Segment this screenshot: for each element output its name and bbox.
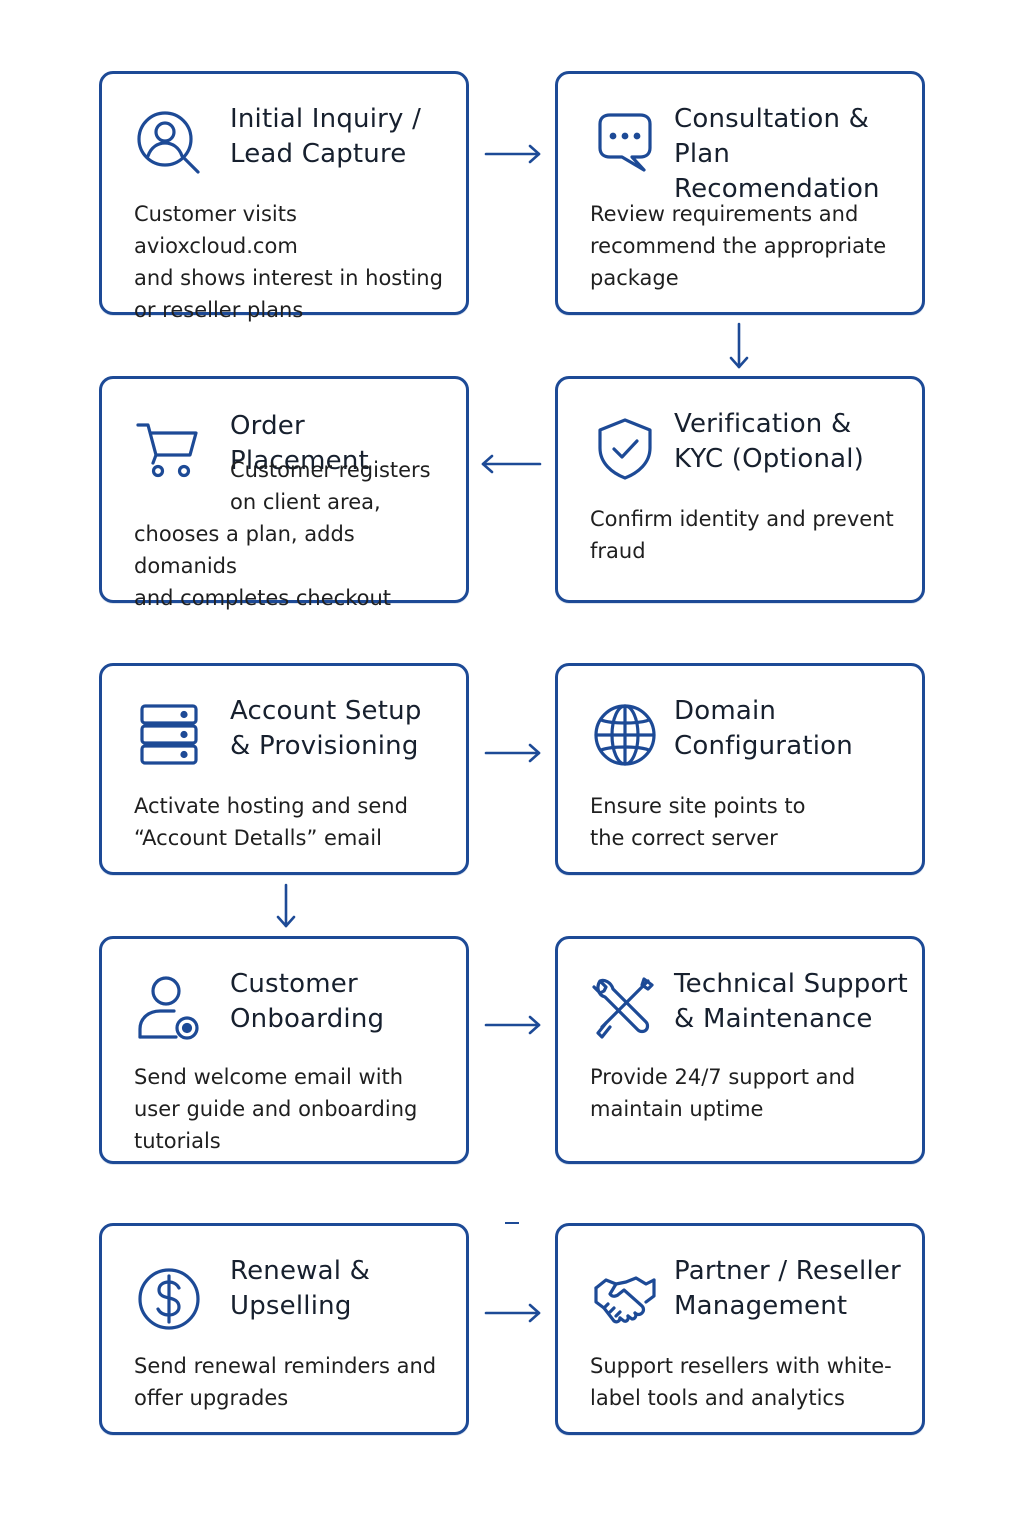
server-stack-icon xyxy=(136,702,202,768)
step-description: Send renewal reminders and offer upgrade… xyxy=(134,1354,437,1410)
step-title: Consultation & Plan Recomendation xyxy=(674,104,880,204)
step-description: Support resellers with white- label tool… xyxy=(590,1354,892,1410)
step-consultation: Consultation & Plan Recomendation Review… xyxy=(555,71,925,315)
step-description: Activate hosting and send “Account Detal… xyxy=(134,794,408,850)
step-description: Customer visits avioxcloud.com and shows… xyxy=(134,202,443,322)
arrow-right-1 xyxy=(484,144,542,164)
arrow-right-4 xyxy=(484,1303,542,1323)
step-renewal-upselling: Renewal & Upselling Send renewal reminde… xyxy=(99,1223,469,1435)
step-title: Customer Onboarding xyxy=(230,969,385,1034)
step-description: chooses a plan, adds domanids and comple… xyxy=(134,522,392,610)
step-title: Renewal & Upselling xyxy=(230,1256,371,1321)
step-technical-support: Technical Support & Maintenance Provide … xyxy=(555,936,925,1164)
user-search-icon xyxy=(136,110,202,176)
arrow-down-1 xyxy=(729,322,749,370)
shield-check-icon xyxy=(592,415,658,481)
step-initial-inquiry: Initial Inquiry / Lead Capture Customer … xyxy=(99,71,469,322)
step-verification: Verification & KYC (Optional) Confirm id… xyxy=(555,376,925,603)
step-description: Send welcome email with user guide and o… xyxy=(134,1065,418,1153)
step-order-placement: Order Placement Customer registers on cl… xyxy=(99,376,469,610)
step-description: Provide 24/7 support and maintain uptime xyxy=(590,1065,856,1121)
step-title: Initial Inquiry / Lead Capture xyxy=(230,104,422,169)
arrow-left-1 xyxy=(480,454,542,474)
step-description: Review requirements and recommend the ap… xyxy=(590,202,887,290)
step-description-lead: Customer registers on client area, xyxy=(230,458,431,514)
step-partner-reseller: Partner / Reseller Management Support re… xyxy=(555,1223,925,1435)
handshake-icon xyxy=(592,1266,658,1332)
step-domain-configuration: Domain Configuration Ensure site points … xyxy=(555,663,925,875)
wrench-screwdriver-icon xyxy=(592,975,658,1041)
step-description: Ensure site points to the correct server xyxy=(590,794,806,850)
step-customer-onboarding: Customer Onboarding Send welcome email w… xyxy=(99,936,469,1164)
step-title: Technical Support & Maintenance xyxy=(674,969,908,1034)
step-account-setup: Account Setup & Provisioning Activate ho… xyxy=(99,663,469,875)
step-title: Verification & KYC (Optional) xyxy=(674,409,865,474)
step-title: Domain Configuration xyxy=(674,696,853,761)
divider-dash xyxy=(505,1222,519,1224)
step-title: Order Placement xyxy=(230,411,369,476)
chat-bubble-icon xyxy=(592,110,658,176)
step-title: Account Setup & Provisioning xyxy=(230,696,422,761)
step-description: Confirm identity and prevent fraud xyxy=(590,507,894,563)
step-title: Partner / Reseller Management xyxy=(674,1256,901,1321)
arrow-right-3 xyxy=(484,1015,542,1035)
user-settings-icon xyxy=(136,975,202,1041)
arrow-right-2 xyxy=(484,743,542,763)
shopping-cart-icon xyxy=(136,415,202,481)
arrow-down-2 xyxy=(276,883,296,929)
dollar-circle-icon xyxy=(136,1266,202,1332)
globe-icon xyxy=(592,702,658,768)
